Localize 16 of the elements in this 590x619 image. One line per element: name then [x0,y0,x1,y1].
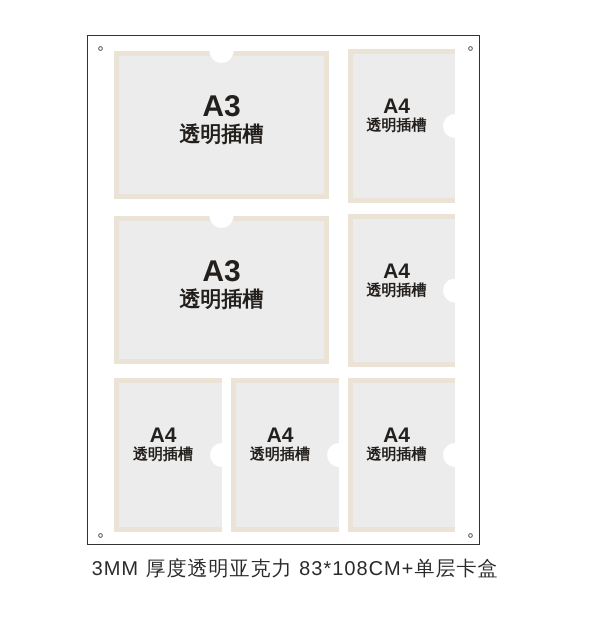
slot-label: 透明插槽 [366,282,426,298]
slot-size-label: A3 [202,256,241,288]
slot-label: 透明插槽 [133,447,193,463]
slot-label: 透明插槽 [366,447,426,463]
slot-label: 透明插槽 [366,118,426,134]
slot-size-label: A4 [383,425,410,447]
caption: 3MM 厚度透明亚克力 83*108CM+单层卡盒 [90,557,500,582]
slot-size-label: A4 [383,260,410,282]
slot-label: 透明插槽 [250,447,310,463]
slot-label: 透明插槽 [180,288,264,310]
slot-size-label: A4 [150,425,176,447]
slot-size-label: A3 [202,91,241,122]
slot-size-label: A4 [266,425,294,447]
slot-size-label: A4 [383,96,410,118]
slot-label: 透明插槽 [180,122,264,145]
display-board [87,35,480,545]
